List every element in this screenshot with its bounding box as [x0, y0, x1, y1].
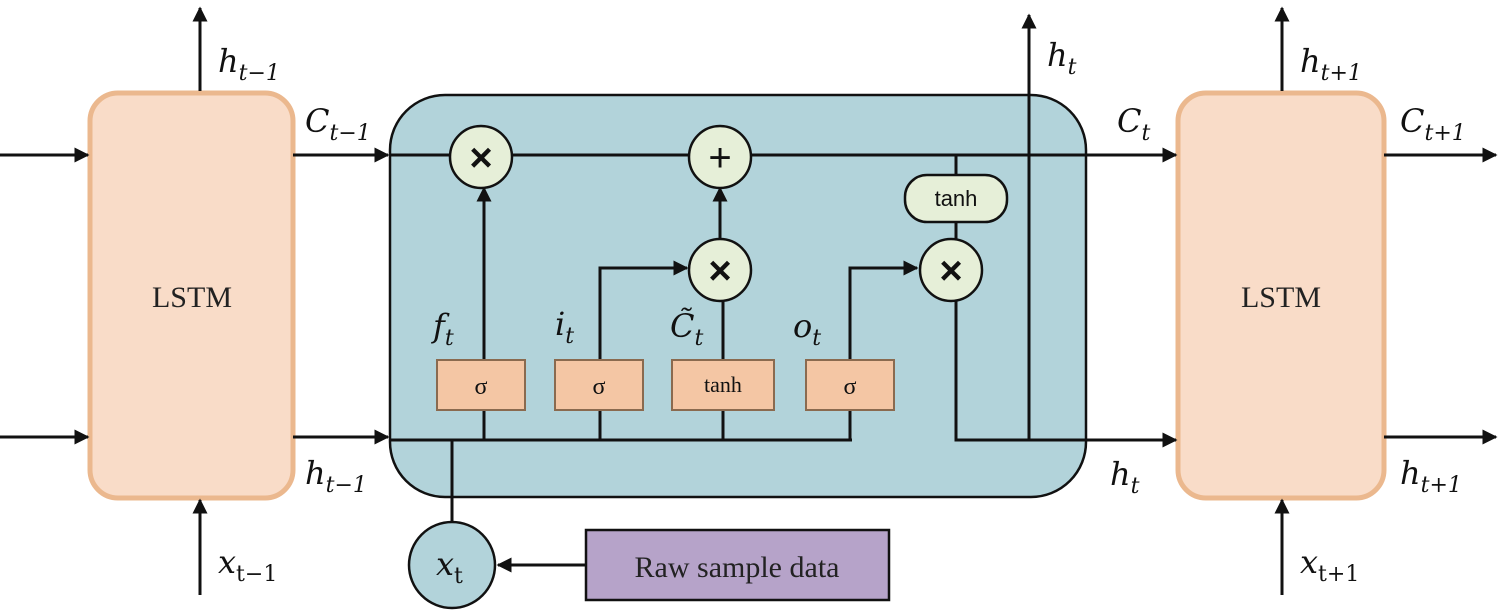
cell-tanh-label: tanh	[935, 186, 978, 211]
right-lstm-label: LSTM	[1241, 281, 1321, 314]
xt-label: xt	[436, 545, 463, 589]
input-gate-label: σ	[593, 374, 606, 400]
o-t-label: ot	[793, 307, 821, 351]
xt-input-circle	[407, 520, 497, 610]
candidate-gate	[671, 359, 775, 411]
c-next-label: Ct+1	[1400, 102, 1466, 146]
right-lstm-block	[1175, 90, 1387, 501]
input-gate	[554, 359, 644, 411]
x-prev-label: xt−1	[218, 543, 277, 587]
left-lstm-label: LSTM	[152, 281, 232, 314]
output-to-mult-arrow	[848, 260, 919, 360]
forget-multiply-symbol: ×	[469, 136, 492, 180]
h-t-bottom-label: ht	[1110, 455, 1140, 499]
forget-gate-label: σ	[475, 374, 488, 400]
h-next-bottom-label: ht+1	[1400, 454, 1462, 498]
c-tilde-label: C̃t	[670, 307, 703, 351]
c-t-label: Ct	[1117, 102, 1150, 146]
forget-multiply-op	[448, 124, 514, 190]
raw-sample-data-label: Raw sample data	[635, 551, 840, 584]
output-mult-down	[954, 300, 1029, 442]
add-symbol: +	[708, 136, 731, 180]
c-prev-label: Ct−1	[305, 102, 371, 146]
input-multiply-symbol: ×	[708, 249, 731, 293]
raw-sample-data-box	[584, 528, 891, 602]
h-next-top-label: ht+1	[1300, 42, 1362, 86]
h-t-top-label: ht	[1047, 36, 1077, 80]
add-op	[687, 124, 753, 190]
output-multiply-op	[918, 237, 984, 303]
input-to-mult-arrow	[598, 260, 689, 360]
output-gate-label: σ	[844, 374, 857, 400]
x-next-label: xt+1	[1300, 543, 1359, 587]
h-prev-top-label: ht−1	[218, 42, 280, 86]
h-prev-bottom-label: ht−1	[305, 454, 367, 498]
left-lstm-block	[87, 90, 296, 501]
forget-gate	[436, 359, 526, 411]
output-multiply-symbol: ×	[939, 249, 962, 293]
input-multiply-op	[687, 237, 753, 303]
output-gate	[805, 359, 895, 411]
i-t-label: it	[555, 305, 574, 349]
candidate-gate-label: tanh	[704, 372, 742, 397]
cell-tanh-box	[903, 173, 1009, 224]
